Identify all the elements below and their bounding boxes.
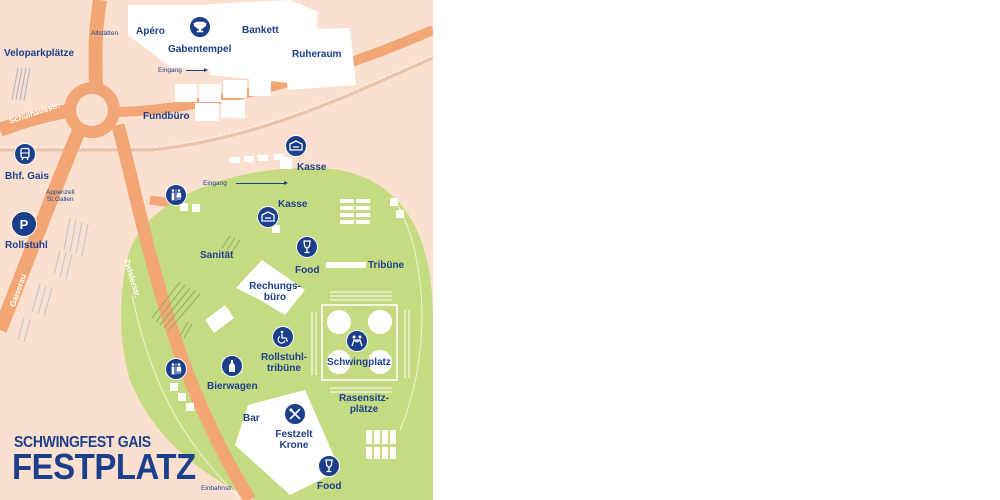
- label-food-top: Food: [295, 265, 320, 276]
- label-veloparkplaetze: Veloparkplätze: [4, 48, 75, 59]
- railway: [0, 56, 433, 152]
- building-ruheraum: [280, 28, 356, 90]
- label-tribuene: Tribüne: [368, 260, 405, 271]
- label-bhf-gais: Bhf. Gais: [5, 171, 49, 182]
- label-bar: Bar: [243, 413, 260, 424]
- toilets-icon[interactable]: [165, 184, 187, 206]
- festplatz-map: P Apéro Gabentempel Bankett Ruheraum Vel…: [0, 0, 433, 500]
- field-hatch: [151, 235, 241, 339]
- label-altstaetten: Altstätten: [91, 30, 119, 37]
- entrance-arrow: [186, 68, 208, 72]
- label-kasse: Kasse: [278, 199, 308, 210]
- label-eingang: Eingang: [203, 180, 227, 187]
- label-food-bottom: Food: [317, 481, 342, 492]
- cutlery-icon[interactable]: [284, 403, 306, 425]
- toilets-icon[interactable]: [165, 358, 187, 380]
- label-rechnungsbuero: Rechungs- büro: [249, 281, 301, 303]
- label-appenzell-stgallen: Appenzell St.Gallen: [46, 189, 75, 203]
- label-rollstuhltribuene: Rollstuhl- tribüne: [260, 352, 308, 374]
- label-bankett: Bankett: [242, 25, 279, 36]
- brand-subtitle: SCHWINGFEST GAIS: [14, 432, 151, 451]
- ticket-icon[interactable]: [285, 135, 307, 157]
- wine-glass-icon[interactable]: [318, 455, 340, 477]
- bottle-icon[interactable]: [221, 355, 243, 377]
- parking-icon[interactable]: P: [11, 211, 37, 237]
- sawdust-ring: [327, 350, 351, 374]
- label-apero: Apéro: [136, 26, 165, 37]
- label-schwingplatz: Schwingplatz: [327, 357, 391, 368]
- label-kasse-top: Kasse: [297, 162, 327, 173]
- label-rollstuhl: Rollstuhl: [5, 240, 48, 251]
- wine-glass-icon[interactable]: [296, 236, 318, 258]
- label-rasensitzplaetze: Rasensitz- plätze: [338, 393, 390, 415]
- label-eingang: Eingang: [158, 67, 182, 74]
- kiosk-grid: [340, 198, 404, 459]
- sawdust-ring: [368, 310, 392, 334]
- label-ruheraum: Ruheraum: [292, 49, 342, 60]
- tribune: [326, 262, 366, 268]
- label-bierwagen: Bierwagen: [207, 381, 258, 392]
- road-altstaetten: [88, 0, 107, 86]
- field-buildings: [170, 154, 340, 495]
- label-gabentempel: Gabentempel: [168, 44, 232, 55]
- trophy-icon[interactable]: [189, 16, 211, 38]
- sawdust-ring: [327, 310, 351, 334]
- parking-area: [17, 217, 89, 343]
- label-sanitaet: Sanität: [200, 250, 234, 261]
- arena-outline: [321, 304, 398, 381]
- train-icon[interactable]: [14, 143, 36, 165]
- label-festzelt-krone: Festzelt Krone: [275, 429, 313, 451]
- road-gaiserau: [0, 125, 87, 333]
- sawdust-ring: [368, 350, 392, 374]
- ticket-icon[interactable]: [257, 206, 279, 228]
- entrance-arrow: [236, 181, 288, 185]
- velo-parking: [11, 67, 31, 101]
- label-einbahnstr: Einbahnstr.: [201, 485, 234, 492]
- wheelchair-icon[interactable]: [272, 326, 294, 348]
- label-fundbuero: Fundbüro: [143, 111, 190, 122]
- wrestlers-icon[interactable]: [346, 330, 368, 352]
- building-fundbuero: [175, 78, 271, 121]
- brand-title: FESTPLATZ: [12, 446, 196, 487]
